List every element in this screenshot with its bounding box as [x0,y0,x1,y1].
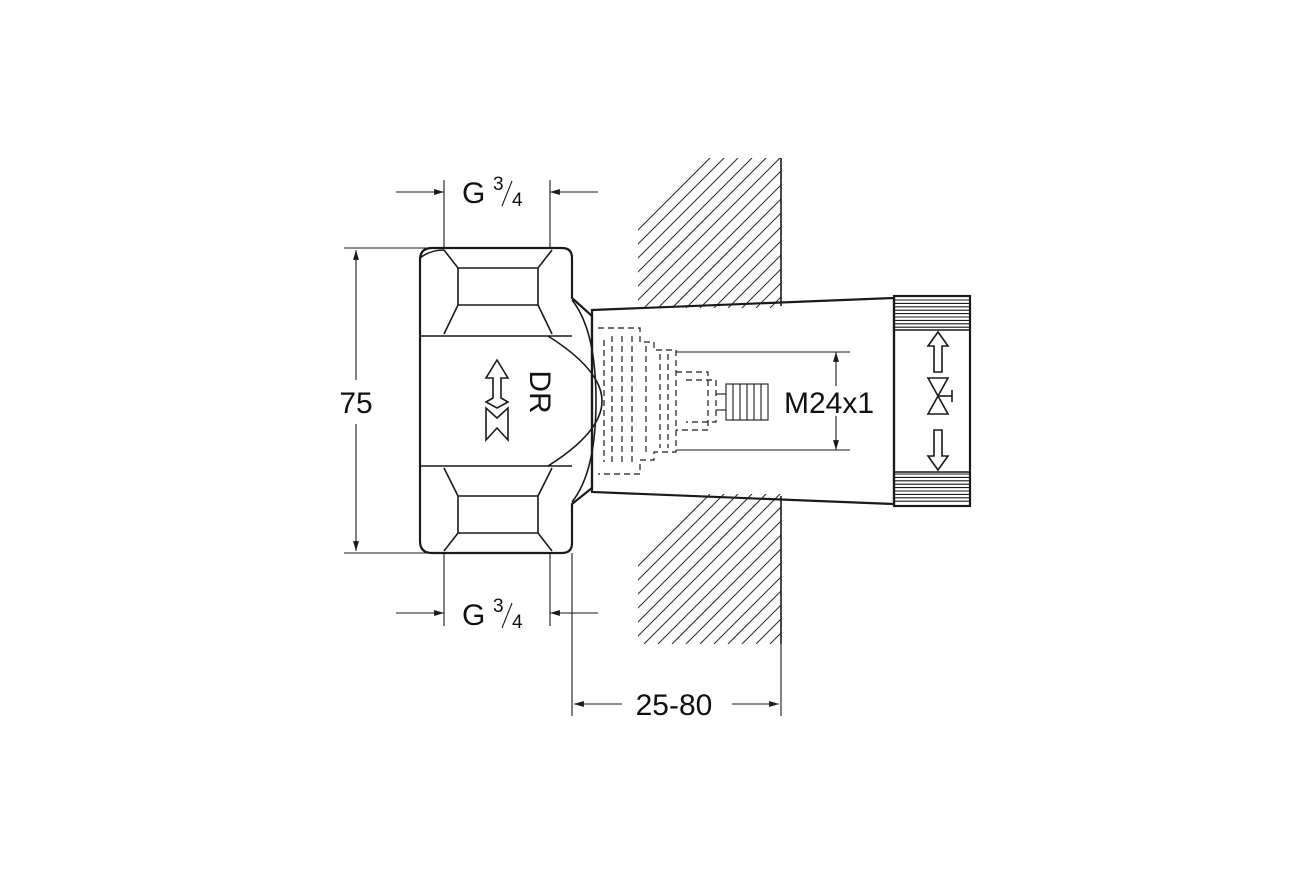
hatch-line [643,506,781,644]
hatch-line [755,282,781,308]
hatch-line [638,158,711,231]
hatch-line [638,494,711,567]
valve-open-close-icon [926,330,953,472]
bottom-thread-prefix: G [462,599,485,632]
hatch-line [699,226,781,308]
hatch-line [671,198,781,308]
body-marking: DR [523,370,556,413]
hatch-line [638,158,767,287]
dimension-bottom-thread: G 3 4 [396,553,598,633]
hatch-line [638,158,753,273]
hatch-line [784,158,934,308]
hatch-line [685,212,781,308]
dimension-wall-range: 25-80 [571,553,782,722]
hatch-line [638,158,781,301]
hatch-line [638,494,753,609]
spindle-thread-label: M24x1 [784,387,874,420]
hatch-line [784,494,934,644]
dimension-height: 75 [339,247,432,554]
hatch-line [638,494,725,581]
hatch-line [713,576,781,644]
hatch-line [638,494,739,595]
hatch-line [685,548,781,644]
top-thread-prefix: G [462,177,485,210]
wall-range-label: 25-80 [636,689,713,722]
hatch-line [657,520,781,644]
hatch-line [638,494,767,623]
bottom-thread-denominator: 4 [512,612,523,633]
knurled-cap [892,294,972,508]
hatch-line [657,184,781,308]
top-thread-denominator: 4 [512,190,523,211]
top-thread-numerator: 3 [493,174,504,195]
hatch-line [741,268,781,308]
hatch-line [727,590,781,644]
hatch-line [713,240,781,308]
hatch-line [798,158,948,308]
valve-body [418,246,603,555]
hatch-line [643,170,781,308]
hatch-line [671,534,781,644]
flow-arrow-icon [484,358,510,443]
hatch-line [638,158,739,259]
hatch-line [638,158,725,245]
hatch-line [699,562,781,644]
wall-hatch-top [638,158,948,308]
hatch-line [798,494,948,644]
hatch-line [755,618,781,644]
wall-section [638,158,948,644]
height-label: 75 [339,387,372,420]
hatch-line [741,604,781,644]
hatch-line [727,254,781,308]
bottom-thread-numerator: 3 [493,596,504,617]
hatch-line [769,632,781,644]
hatch-line [769,296,781,308]
hatch-line [638,494,781,637]
wall-hatch-bottom [638,494,948,644]
dimension-top-thread: G 3 4 [396,174,598,248]
